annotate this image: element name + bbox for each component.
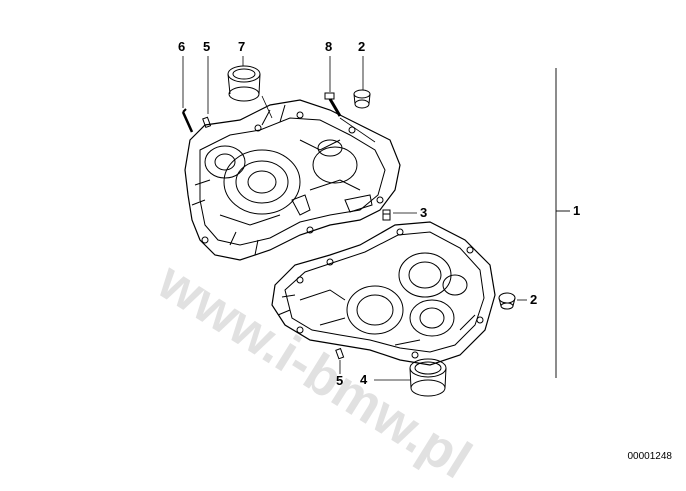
leader-lines — [182, 56, 527, 381]
callout-5-bottom: 5 — [336, 373, 344, 388]
callout-1: 1 — [573, 203, 581, 218]
part-7-sealing-ring — [227, 65, 261, 102]
part-1-bracket — [555, 68, 570, 378]
part-6-stud — [181, 108, 194, 133]
part-5-dowel-pin-bottom — [335, 347, 345, 360]
callout-3: 3 — [420, 205, 428, 220]
callout-7: 7 — [238, 39, 246, 54]
part-5-dowel-pin-top — [202, 116, 212, 129]
callout-6: 6 — [178, 39, 186, 54]
part-2-plug-right — [498, 292, 516, 310]
upper-crankcase-half — [184, 99, 401, 261]
callout-8: 8 — [325, 39, 333, 54]
part-4-sealing-ring — [409, 358, 447, 397]
lower-crankcase-half — [271, 221, 496, 366]
part-2-plug-top — [353, 89, 371, 109]
callout-2-top: 2 — [358, 39, 366, 54]
callout-4: 4 — [360, 372, 368, 387]
callout-2-right: 2 — [530, 292, 538, 307]
callout-5-top: 5 — [203, 39, 211, 54]
part-8-bolt — [324, 92, 342, 117]
document-number: 00001248 — [627, 451, 673, 462]
part-3-screw — [382, 209, 391, 221]
